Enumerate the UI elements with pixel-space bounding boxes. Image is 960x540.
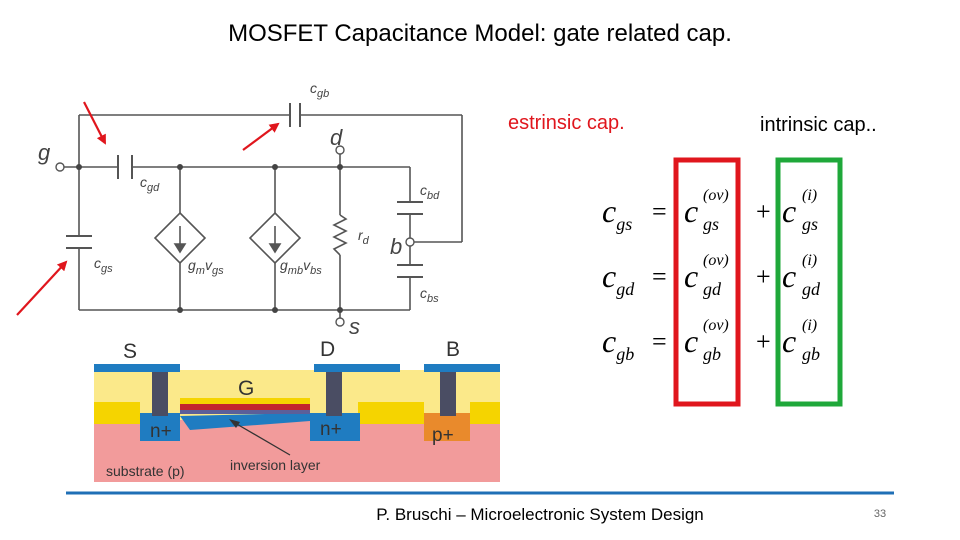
svg-text:gb: gb [703,344,721,364]
svg-text:c: c [782,258,796,294]
svg-text:(ov): (ov) [703,317,729,334]
svg-text:(i): (i) [802,187,817,204]
cap-bs-label: cbs [420,285,439,305]
page-number: 33 [873,508,887,520]
substrate-label: substrate (p) [106,463,185,479]
svg-text:c: c [782,193,796,229]
svg-text:c: c [684,258,698,294]
terminal-g-label: G [238,377,254,400]
footer-rule [66,491,894,495]
svg-text:c: c [782,323,796,359]
svg-text:gd: gd [802,279,821,299]
mosfet-cross-section [94,364,500,482]
junction-dots [76,164,343,313]
svg-text:+: + [756,197,771,226]
resistor-rd [332,214,348,256]
arrow-icon [16,101,280,316]
svg-text:c: c [684,323,698,359]
svg-text:+: + [756,262,771,291]
node-b-label: b [390,234,402,259]
svg-text:gd: gd [703,279,722,299]
cap-bd-label: cbd [420,182,440,202]
terminal-d-label: D [320,338,335,361]
estrinsic-label: estrinsic cap. [508,112,625,134]
node-d-label: d [330,125,343,150]
gm-vgs-label: gmvgs [188,257,224,277]
intrinsic-label: intrinsic cap.. [760,114,877,136]
svg-text:(i): (i) [802,252,817,269]
svg-text:cgd: cgd [602,258,635,299]
node-g-label: g [38,140,51,165]
intrinsic-box [775,157,843,407]
svg-text:cgs: cgs [602,193,632,234]
equation-row-gs: cgs = c (ov) gs + c (i) gs [602,187,818,234]
svg-text:gs: gs [703,214,719,234]
svg-text:=: = [652,262,667,291]
capacitance-equations: cgs = c (ov) gs + c (i) gs cgd = c (ov) … [602,157,843,407]
svg-text:+: + [756,327,771,356]
n-plus-drain-label: n+ [320,419,342,440]
svg-text:(ov): (ov) [703,187,729,204]
svg-text:(ov): (ov) [703,252,729,269]
p-plus-label: p+ [432,425,454,446]
svg-text:gs: gs [802,214,818,234]
inversion-layer-label: inversion layer [230,457,321,473]
equation-row-gb: cgb = c (ov) gb + c (i) gb [602,317,820,364]
cap-gd-label: cgd [140,174,160,194]
dependent-sources [153,211,302,265]
cap-gs-label: cgs [94,255,113,275]
extrinsic-box [673,157,741,407]
svg-text:(i): (i) [802,317,817,334]
svg-text:cgb: cgb [602,323,634,364]
terminal-nodes [55,145,415,327]
footer-text: P. Bruschi – Microelectronic System Desi… [376,505,704,524]
node-s-label: s [349,314,360,339]
terminal-s-label: S [123,340,137,363]
terminal-b-label: B [446,338,460,361]
mosfet-diagram: g d b s cgb cgd cgs cbd cbs rd gmvgs gmb… [16,80,500,482]
cap-gb-label: cgb [310,80,329,100]
svg-text:=: = [652,327,667,356]
equation-row-gd: cgd = c (ov) gd + c (i) gd [602,252,821,299]
svg-text:=: = [652,197,667,226]
gmb-vbs-label: gmbvbs [280,257,322,277]
svg-text:gb: gb [802,344,820,364]
slide-title: MOSFET Capacitance Model: gate related c… [228,20,732,47]
circuit-wires [64,114,463,320]
capacitors [66,103,423,278]
svg-text:c: c [684,193,698,229]
n-plus-source-label: n+ [150,421,172,442]
res-rd-label: rd [358,227,370,247]
